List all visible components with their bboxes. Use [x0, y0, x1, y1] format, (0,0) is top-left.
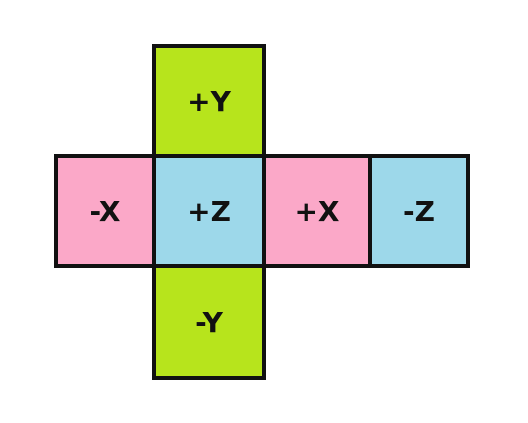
face-pos-x-label: +X [294, 194, 340, 228]
face-neg-z: -Z [368, 154, 470, 268]
face-pos-z: +Z [152, 154, 266, 268]
face-neg-x: -X [54, 154, 156, 268]
face-pos-y-label: +Y [187, 84, 231, 118]
face-pos-z-label: +Z [187, 194, 231, 228]
face-neg-y: -Y [152, 264, 266, 380]
face-neg-x-label: -X [89, 194, 121, 228]
face-pos-y: +Y [152, 44, 266, 158]
face-pos-x: +X [262, 154, 372, 268]
face-neg-y-label: -Y [195, 305, 223, 339]
face-neg-z-label: -Z [403, 194, 435, 228]
